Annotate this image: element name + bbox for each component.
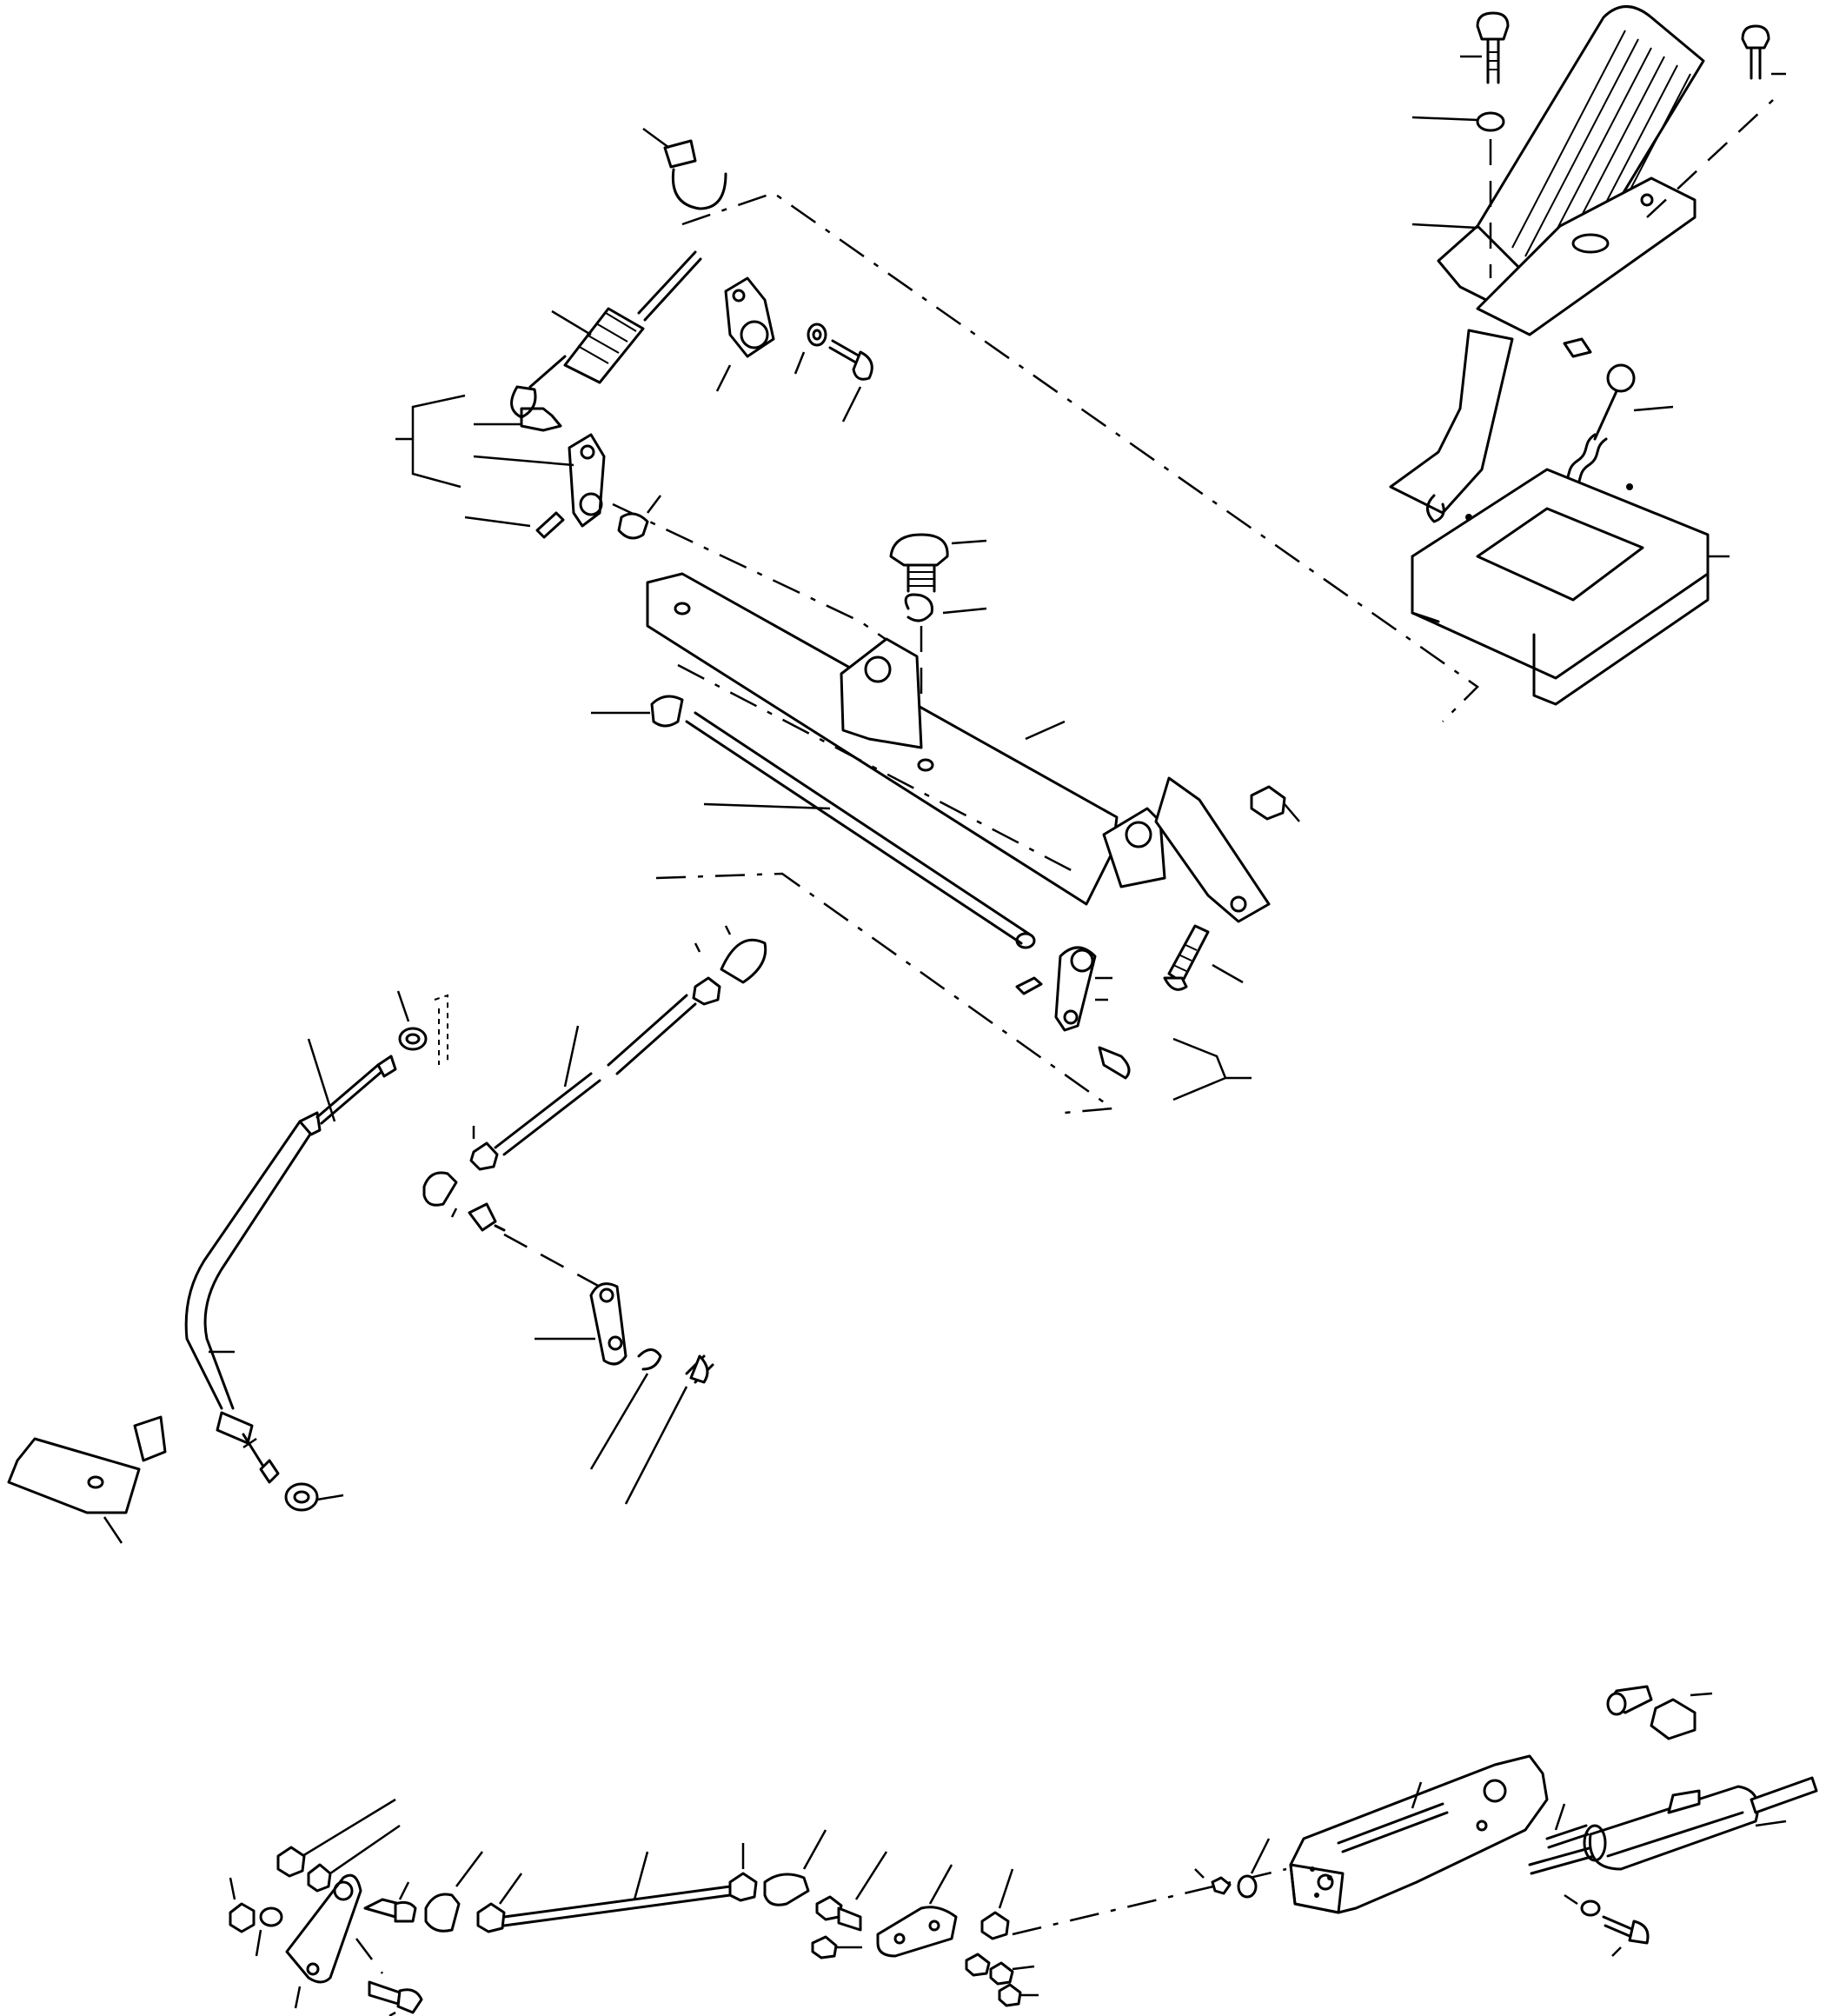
lower-dashdot-line [1012, 1867, 1287, 1936]
cable-bracket [715, 276, 775, 392]
throttle-cable-upper [510, 250, 702, 419]
lower-right-washer-bolt [1564, 1893, 1650, 1957]
lower-right-cylinder [1528, 1776, 1818, 1875]
clevis-linkage-upper [395, 394, 661, 540]
link-plate [535, 1282, 714, 1505]
nut-bolt-right [1163, 785, 1300, 991]
threaded-rod-middle [494, 994, 697, 1156]
shaft-and-bushing [591, 663, 1079, 949]
pedal-base [1411, 468, 1730, 706]
main-bracket [646, 572, 1271, 923]
pedal-arm [1389, 329, 1592, 523]
lower-right-bracket [1194, 1754, 1549, 1914]
lever-ring [396, 990, 448, 1065]
lower-left-linkage [229, 1798, 423, 2016]
lever-base [7, 1415, 167, 1544]
cable-clamp [642, 127, 727, 210]
lever-washer [284, 1482, 344, 1512]
center-bolt [889, 533, 987, 782]
washer-bolt [794, 323, 873, 422]
ball-joint-middle [692, 925, 767, 1006]
pedal-bolts [1411, 11, 1786, 132]
lower-right-fitting [1606, 1685, 1713, 1740]
lower-center-parts [811, 1851, 1039, 2007]
hand-lever [184, 1038, 397, 1484]
rod-end-lower [422, 1126, 601, 1288]
pedal-hinge-plate [1476, 99, 1774, 336]
lower-threaded-rod [502, 1829, 827, 1927]
clevis-linkage-right [1015, 946, 1252, 1101]
lower-ball-joint-left [424, 1851, 523, 1933]
